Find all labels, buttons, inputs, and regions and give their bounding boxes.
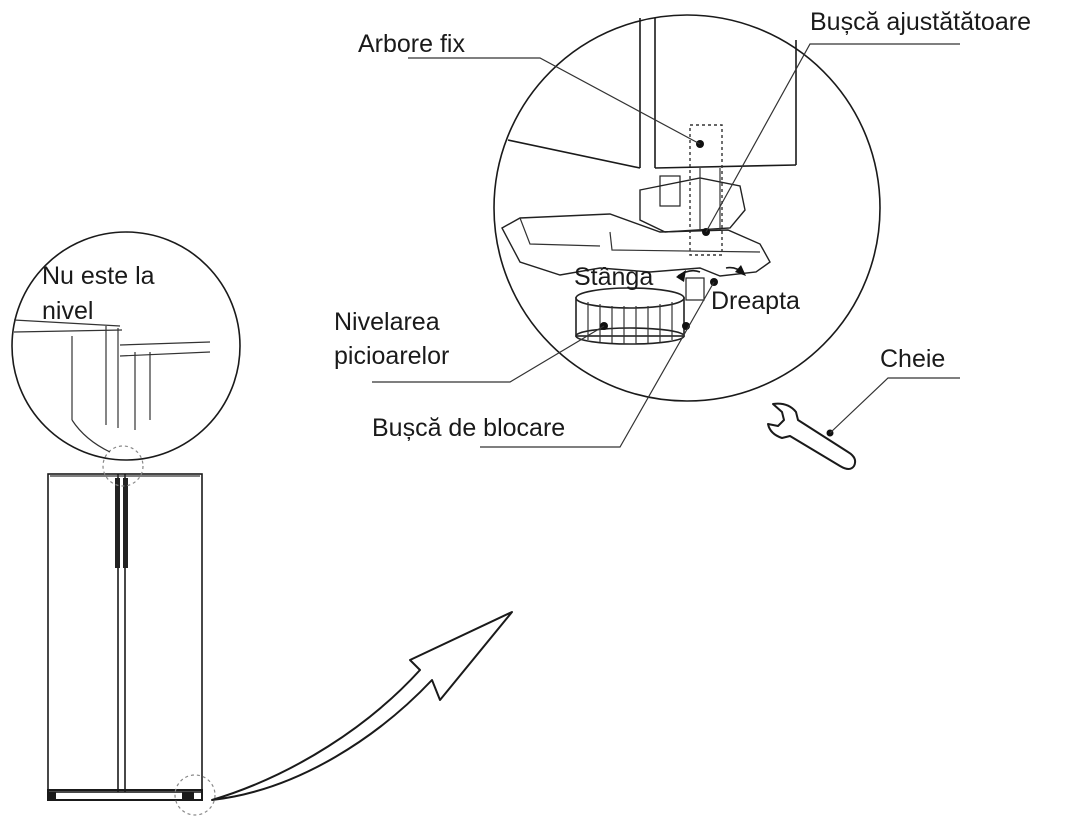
label-busca-de-blocare: Bușcă de blocare [372,414,565,442]
label-nu-este-la: Nu este la [42,262,155,290]
label-picioarelor: picioarelor [334,342,449,370]
not-level-detail [11,231,241,461]
label-cheie: Cheie [880,345,945,373]
label-arbore-fix: Arbore fix [358,30,465,58]
label-nivelarea: Nivelarea [334,308,440,336]
leveling-foot-part [575,277,705,345]
leader-arbore-fix [408,57,701,145]
wrench-icon [767,402,857,470]
label-busca-ajustatatoare: Bușcă ajustătătoare [810,8,1031,36]
top-marker-circle [102,445,144,487]
leader-nivelarea [372,325,605,383]
top-connector-line [71,419,111,453]
label-nivel: nivel [42,297,93,325]
foot-marker-circle [174,774,216,816]
leader-busca-ajustatatoare [705,43,960,233]
foot-detail [493,14,881,402]
leader-busca-blocare [480,281,715,448]
zoom-arrow [211,611,513,801]
leader-cheie [829,377,960,434]
label-dreapta: Dreapta [711,287,800,315]
label-stanga: Stânga [574,263,653,291]
refrigerator [47,473,203,801]
